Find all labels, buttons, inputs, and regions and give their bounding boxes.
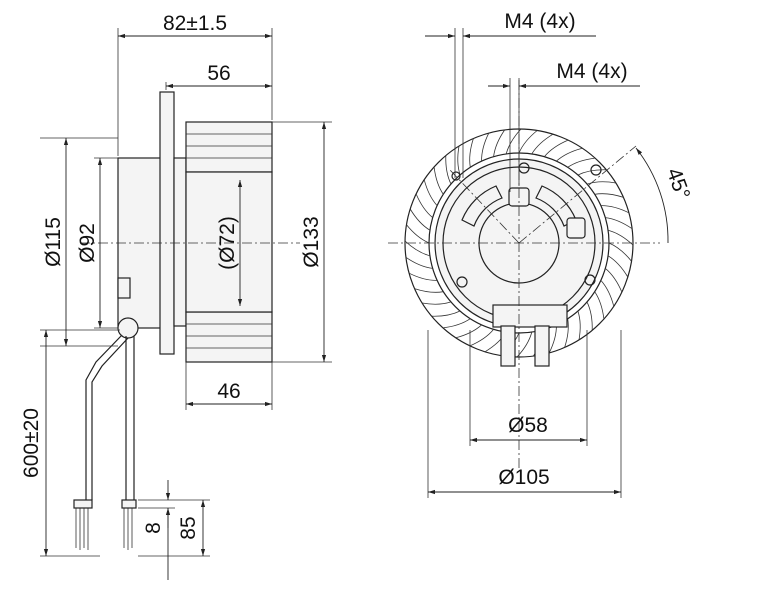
bolt-circle-large-label: Ø105 (498, 466, 549, 489)
impeller-blade (556, 147, 583, 162)
impeller-blade (409, 208, 431, 231)
impeller-blade (605, 268, 623, 293)
impeller-blade (493, 129, 506, 157)
impeller-blade (594, 193, 624, 198)
impeller-blade (605, 217, 633, 230)
impeller-blade (567, 157, 596, 168)
impeller-blade (422, 301, 452, 305)
thread-inner-label: M4 (4x) (556, 60, 627, 83)
impeller-blade (405, 256, 433, 269)
impeller-blade (457, 146, 461, 176)
cable-length-label: 600±20 (20, 408, 43, 478)
diameter-impeller-label: Ø133 (300, 216, 323, 267)
impeller-blade (607, 255, 629, 278)
diameter-flange-label: Ø115 (42, 217, 65, 267)
impeller-blade (600, 205, 630, 214)
hub (185, 171, 273, 313)
front-view: M4 (4x) M4 (4x) 45° Ø58 Ø105 (388, 10, 694, 498)
impeller-blade (469, 329, 494, 347)
impeller-blade (406, 224, 430, 244)
impeller-blade (445, 155, 452, 185)
bolt-circle-small-label: Ø58 (508, 414, 548, 437)
impeller-blade (481, 132, 490, 162)
impeller-blade (423, 179, 438, 206)
impeller-blade (548, 324, 557, 354)
impeller-blade (469, 138, 474, 168)
impeller-blade (455, 324, 482, 339)
rotor-length-label: 56 (207, 62, 230, 85)
angle-label: 45° (662, 165, 694, 203)
impeller-blade (577, 310, 581, 340)
impeller-lower (185, 311, 273, 363)
diameter-hub-label: (Ø72) (216, 216, 239, 270)
impeller-blade (586, 301, 593, 331)
impeller-blade (433, 166, 444, 195)
strip-length-label: 8 (142, 522, 165, 534)
motor-flange (159, 91, 175, 355)
impeller-blade (600, 280, 615, 307)
cable (73, 334, 137, 550)
impeller-blade (544, 139, 569, 157)
impeller-upper (185, 121, 273, 173)
impeller-blade (594, 291, 605, 320)
impeller-blade (518, 130, 538, 154)
overall-length-label: 82±1.5 (163, 12, 227, 35)
impeller-blade (408, 272, 438, 281)
impeller-blade (442, 318, 471, 329)
impeller-blades (404, 128, 634, 358)
impeller-blade (586, 181, 616, 185)
impeller-blade (608, 242, 632, 262)
impeller-blade (431, 310, 461, 317)
impeller-width-label: 46 (217, 380, 240, 403)
lead-length-label: 85 (177, 516, 200, 539)
side-view: 82±1.5 56 Ø115 Ø92 (Ø72) Ø133 46 600±20 … (20, 12, 332, 580)
impeller-blade (531, 133, 554, 155)
impeller-blade (564, 318, 569, 348)
impeller-blade (415, 193, 433, 218)
impeller-blade (414, 288, 444, 293)
diameter-body-label: Ø92 (76, 223, 99, 263)
thread-outer-label: M4 (4x) (504, 10, 575, 33)
